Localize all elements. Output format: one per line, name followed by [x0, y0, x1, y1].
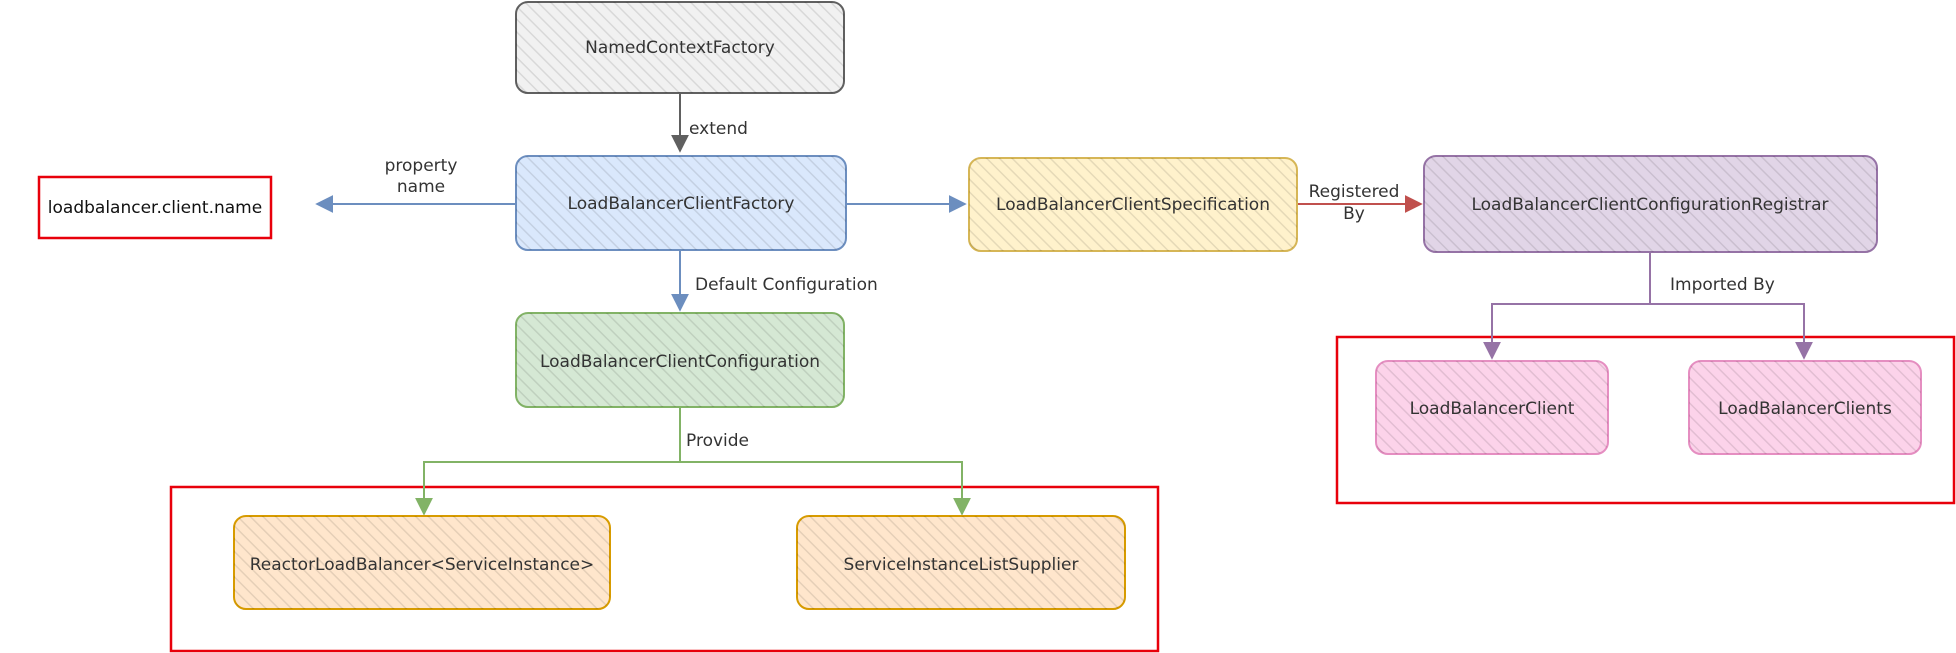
highlight-box-provided-beans	[169, 485, 1160, 653]
highlight-box-client-name	[37, 175, 273, 240]
node-client-name-label: loadbalancer.client.name	[48, 198, 262, 218]
edge-provide-label: Provide	[686, 431, 749, 451]
node-lb-client-factory[interactable]: LoadBalancerClientFactory	[515, 155, 847, 251]
node-lb-clients-label: LoadBalancerClients	[1718, 399, 1892, 419]
edge-property-name: property name	[315, 156, 516, 213]
edge-extend: extend	[671, 94, 748, 153]
edge-extend-label: extend	[689, 119, 748, 139]
edge-property-name-label-line1: property	[385, 156, 458, 176]
node-lb-client-label: LoadBalancerClient	[1410, 399, 1575, 419]
edge-registered-by-label-line2: By	[1343, 204, 1365, 224]
highlight-box-annotations	[1335, 335, 1956, 505]
node-named-context-factory-label: NamedContextFactory	[585, 38, 775, 58]
edge-imported-by-label: Imported By	[1670, 275, 1775, 295]
edge-default-configuration: Default Configuration	[671, 251, 878, 312]
edge-imported-by: Imported By	[1483, 253, 1813, 360]
edge-provide: Provide	[415, 408, 971, 516]
node-lb-client-factory-label: LoadBalancerClientFactory	[568, 194, 795, 214]
node-named-context-factory[interactable]: NamedContextFactory	[515, 1, 845, 94]
edge-registered-by: Registered By	[1298, 182, 1423, 224]
node-lb-client-specification[interactable]: LoadBalancerClientSpecification	[968, 157, 1298, 252]
edge-default-configuration-label: Default Configuration	[695, 275, 878, 295]
node-service-instance-list-supplier-label: ServiceInstanceListSupplier	[844, 555, 1079, 575]
node-lb-client-configuration-registrar[interactable]: LoadBalancerClientConfigurationRegistrar	[1423, 155, 1878, 253]
node-lb-client[interactable]: LoadBalancerClient	[1375, 360, 1609, 455]
node-lb-client-specification-label: LoadBalancerClientSpecification	[996, 195, 1270, 215]
node-lb-clients[interactable]: LoadBalancerClients	[1688, 360, 1922, 455]
node-service-instance-list-supplier[interactable]: ServiceInstanceListSupplier	[796, 515, 1126, 610]
node-reactor-load-balancer[interactable]: ReactorLoadBalancer<ServiceInstance>	[233, 515, 611, 610]
node-lb-client-configuration-label: LoadBalancerClientConfiguration	[540, 352, 820, 372]
node-lb-client-configuration[interactable]: LoadBalancerClientConfiguration	[515, 312, 845, 408]
node-lb-client-configuration-registrar-label: LoadBalancerClientConfigurationRegistrar	[1471, 195, 1828, 215]
edge-property-name-label-line2: name	[397, 177, 445, 197]
edge-registered-by-label-line1: Registered	[1309, 182, 1400, 202]
node-reactor-load-balancer-label: ReactorLoadBalancer<ServiceInstance>	[250, 555, 595, 575]
